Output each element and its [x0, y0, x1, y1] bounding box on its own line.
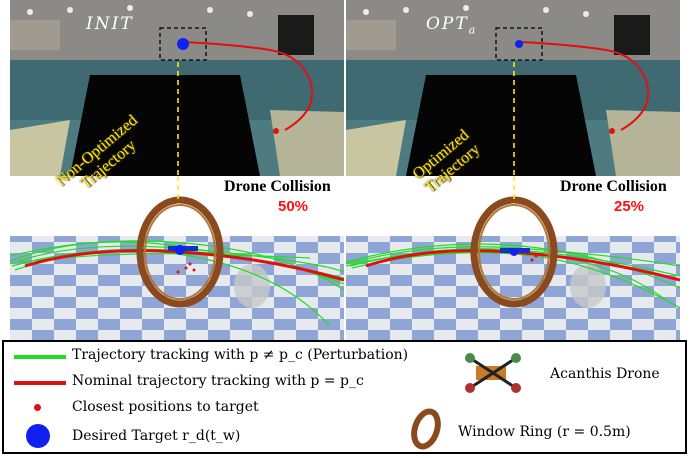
left-collision-pct: 50% [278, 198, 309, 215]
legend-drone: Acanthis Drone [550, 366, 660, 382]
right-collision-pct: 25% [614, 198, 645, 215]
drone-icon [168, 245, 198, 255]
right-collision-label: Drone Collision [560, 178, 667, 195]
init-label: INIT [86, 14, 134, 34]
nominal-line-swatch [14, 381, 66, 385]
legend-target: Desired Target r_d(t_w) [72, 428, 241, 444]
drone-legend-icon [465, 353, 521, 393]
left-sim-panel: Drone Collision 50% [10, 176, 344, 340]
legend-ring: Window Ring (r = 0.5m) [458, 424, 631, 440]
right-sim-panel: Drone Collision 25% [346, 176, 680, 340]
opt-label: OPTa [426, 14, 478, 37]
right-photo-panel: OPTa [346, 0, 680, 176]
left-photo-panel: INIT [10, 0, 344, 176]
left-collision-label: Drone Collision [224, 178, 331, 195]
drone-icon-right [500, 248, 530, 256]
legend-perturbation: Trajectory tracking with p ≠ p_c (Pertur… [72, 347, 409, 363]
perturbation-line-swatch [14, 355, 66, 359]
target-dot-icon [26, 424, 50, 448]
legend-nominal: Nominal trajectory tracking with p = p_c [72, 373, 364, 389]
closest-dot-icon [34, 404, 41, 411]
legend: Trajectory tracking with p ≠ p_c (Pertur… [2, 340, 687, 454]
legend-closest: Closest positions to target [72, 399, 259, 415]
ring-icon [411, 408, 441, 450]
